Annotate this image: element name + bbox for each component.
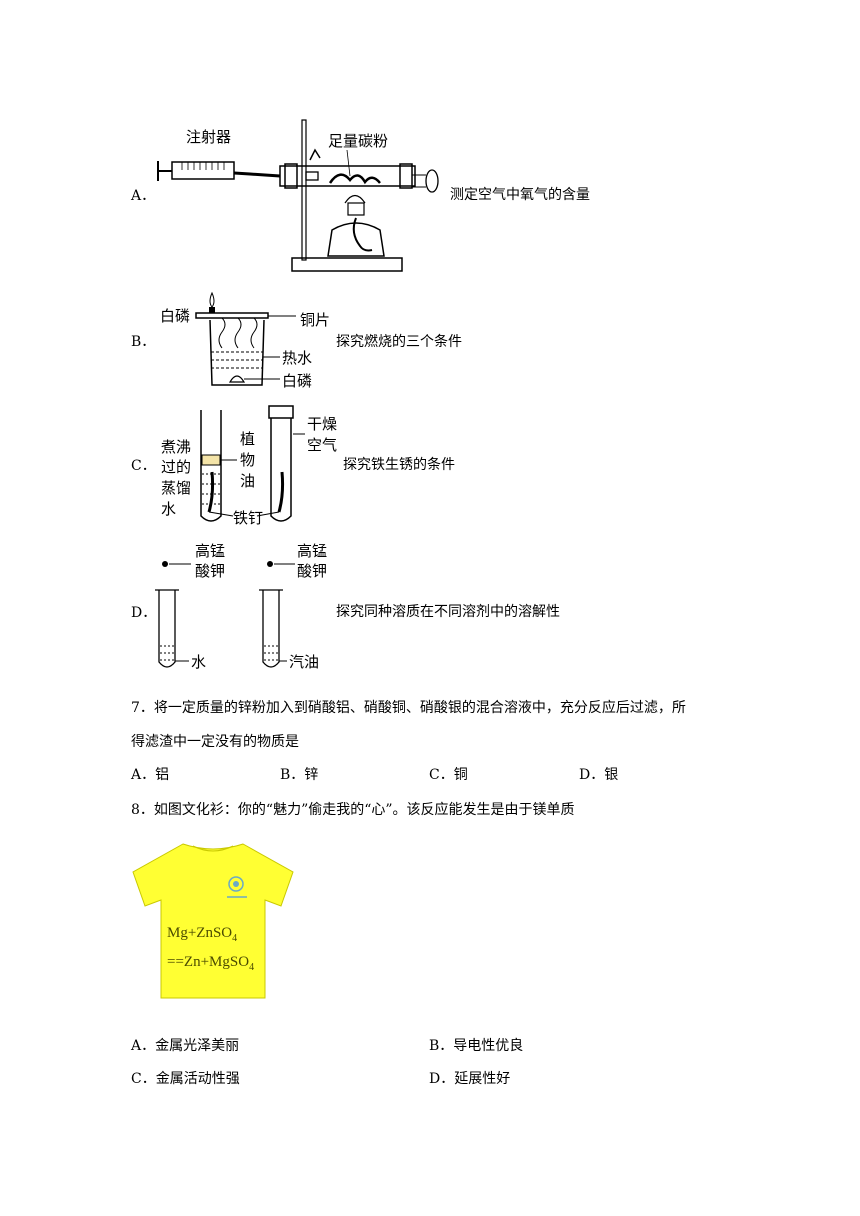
- q7-option-a[interactable]: A．铝: [131, 767, 170, 783]
- stand-rod: [301, 119, 307, 261]
- q8-option-d[interactable]: D．延展性好: [429, 1071, 511, 1087]
- kmno4-right-label-1: 高锰: [297, 542, 327, 560]
- tube-gasoline: [262, 590, 280, 668]
- clamp: [305, 171, 319, 181]
- shirt-equation-line2: ==Zn+MgSO4: [167, 954, 254, 973]
- stopper: [268, 405, 294, 419]
- tube-right: [270, 418, 292, 522]
- kmno4-left-label-2: 酸钾: [195, 562, 225, 580]
- boiled-water-label-2: 过的: [161, 458, 191, 476]
- boiled-water-label-4: 水: [161, 500, 176, 518]
- q7-option-d[interactable]: D．银: [579, 767, 619, 783]
- oil-layer: [201, 454, 221, 466]
- shirt-equation-line1: Mg+ZnSO4: [167, 925, 237, 944]
- option-c-letter: C．: [131, 458, 156, 474]
- nail-right: [277, 471, 285, 513]
- white-phosphorus-underwater: [228, 375, 246, 383]
- t-shirt-image: Mg+ZnSO4 ==Zn+MgSO4: [131, 842, 295, 1000]
- white-phosphorus-bottom-label: 白磷: [282, 372, 312, 390]
- q8-stem: 8．如图文化衫：你的“魅力”偷走我的“心”。该反应能发生是由于镁单质: [131, 802, 575, 818]
- t-shirt-shape: [132, 843, 294, 999]
- glass-tube: [279, 165, 416, 187]
- shirt-equation-text1: Mg+ZnSO: [167, 925, 233, 941]
- kmno4-particle-left: [162, 561, 168, 567]
- oil-label-1: 植: [240, 430, 255, 448]
- carbon-powder: [328, 173, 381, 185]
- q8-option-a[interactable]: A．金属光泽美丽: [131, 1038, 240, 1054]
- oil-label-3: 油: [240, 472, 255, 490]
- gasoline-label: 汽油: [289, 653, 319, 671]
- boiled-water-label-1: 煮沸: [161, 438, 191, 456]
- shirt-equation-text2: ==Zn+MgSO: [167, 954, 250, 970]
- oil-label-2: 物: [240, 451, 255, 469]
- nail-label: 铁钉: [233, 509, 263, 527]
- shirt-equation-sub2: 4: [249, 962, 255, 973]
- copper-sheet: [195, 312, 269, 319]
- rubber-tube: [233, 171, 281, 178]
- apparatus-a-diagram: 注射器 足量碳粉: [157, 119, 439, 272]
- apparatus-b-diagram: 白磷 铜片 热水 白磷: [160, 291, 330, 390]
- apparatus-c-diagram: 煮沸 过的 蒸馏 水 植 物 油 铁钉 干燥 空气: [161, 405, 337, 527]
- balloon: [425, 169, 439, 193]
- option-a-description: 测定空气中氧气的含量: [450, 187, 590, 203]
- q7-option-c[interactable]: C．铜: [429, 767, 468, 783]
- shirt-equation-sub1: 4: [232, 933, 238, 944]
- kmno4-right-label-2: 酸钾: [297, 562, 327, 580]
- option-d-description: 探究同种溶质在不同溶剂中的溶解性: [336, 604, 560, 620]
- syringe-barrel: [171, 161, 235, 180]
- kmno4-left-label-1: 高锰: [195, 542, 225, 560]
- tube-water: [158, 590, 176, 668]
- boiled-water-label-3: 蒸馏: [161, 479, 191, 497]
- phosphorus-flame: [209, 291, 215, 308]
- q7-stem-line2: 得滤渣中一定没有的物质是: [131, 734, 299, 750]
- alcohol-lamp: [327, 222, 385, 257]
- apparatus-d-diagram: 高锰 酸钾 高锰 酸钾 水 汽油: [155, 542, 327, 671]
- dry-air-label-2: 空气: [307, 436, 337, 454]
- white-phosphorus-top-label: 白磷: [160, 307, 190, 325]
- kmno4-particle-right: [267, 561, 273, 567]
- stand-base: [291, 257, 403, 272]
- shirt-logo-icon: [228, 876, 244, 892]
- nail-left: [207, 471, 215, 513]
- q7-option-b[interactable]: B．锌: [280, 767, 319, 783]
- option-c-description: 探究铁生锈的条件: [343, 457, 455, 473]
- flame: [344, 194, 366, 204]
- hot-water-label: 热水: [282, 349, 312, 367]
- syringe-label: 注射器: [186, 128, 231, 146]
- carbon-label: 足量碳粉: [328, 132, 388, 150]
- water-label: 水: [191, 653, 206, 671]
- option-b-description: 探究燃烧的三个条件: [336, 334, 462, 350]
- q7-stem-line1: 7．将一定质量的锌粉加入到硝酸铝、硝酸铜、硝酸银的混合溶液中，充分反应后过滤，所: [131, 700, 686, 716]
- q8-option-b[interactable]: B．导电性优良: [429, 1038, 524, 1054]
- tube-left: [200, 410, 222, 522]
- dry-air-label-1: 干燥: [307, 415, 337, 433]
- copper-label: 铜片: [300, 311, 330, 329]
- option-d-letter: D．: [131, 605, 157, 621]
- option-a-letter: A．: [131, 188, 156, 204]
- option-b-letter: B．: [131, 334, 156, 350]
- q8-option-c[interactable]: C．金属活动性强: [131, 1071, 240, 1087]
